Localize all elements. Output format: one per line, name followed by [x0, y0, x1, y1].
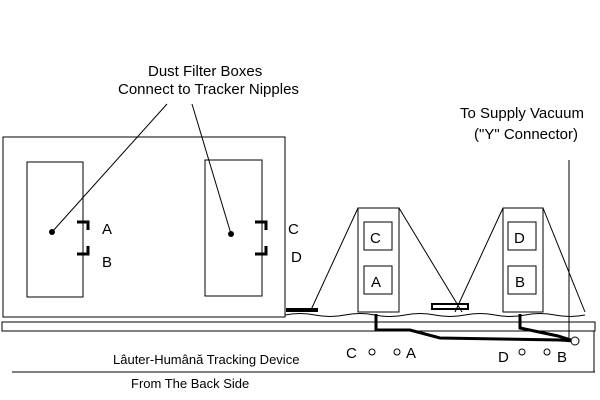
nipple-b-left [77, 246, 90, 256]
supply-title: To Supply Vacuum [460, 105, 584, 122]
label-b-left: B [102, 254, 112, 271]
port-label-c: C [346, 345, 357, 362]
port-b-hole [543, 348, 551, 356]
hose-a-to-supply [374, 314, 575, 343]
cover-edge [284, 313, 586, 317]
tracker-left-skirt-l [309, 207, 359, 313]
device-view: From The Back Side [131, 376, 249, 391]
nipple-d [255, 246, 268, 256]
tracker-left-port-a [363, 265, 393, 295]
tracker-left-label-a: A [371, 274, 381, 291]
back-panel [2, 136, 286, 318]
tracker-right-label-d: D [514, 230, 525, 247]
port-label-d: D [498, 349, 509, 366]
tracker-right-label-b: B [515, 274, 525, 291]
y-connector [570, 336, 580, 346]
tracker-left-skirt-r [398, 207, 463, 313]
tracker-left-label-c: C [370, 230, 381, 247]
label-c: C [288, 221, 299, 238]
filter-box-right [204, 159, 263, 297]
leader-line-right [191, 103, 232, 235]
filter-box-left [26, 161, 84, 298]
tracker-right-port-d [507, 221, 537, 251]
tracker-right [502, 207, 544, 313]
dust-filter-subtitle: Connect to Tracker Nipples [118, 81, 299, 98]
tracker-left-port-c [363, 221, 393, 251]
supply-subtitle: ("Y" Connector) [474, 126, 578, 143]
hose-coupler-mid [431, 303, 469, 310]
base-rail [1, 321, 596, 332]
nipple-c [255, 220, 268, 230]
hose-b-to-supply [518, 314, 575, 343]
port-label-b: B [557, 349, 567, 366]
label-d: D [291, 249, 302, 266]
nipple-a-left [77, 220, 90, 230]
tracker-right-port-b [507, 265, 537, 295]
tracker-right-skirt-r [542, 207, 586, 313]
tracker-right-skirt-l [454, 207, 504, 313]
port-d-hole [518, 348, 526, 356]
port-c-hole [368, 348, 376, 356]
leader-line-left [51, 103, 168, 233]
dust-filter-title: Dust Filter Boxes [148, 63, 262, 80]
port-a-hole [393, 348, 401, 356]
tracker-left [357, 207, 400, 313]
device-name: Lâuter-Humână Tracking Device [113, 352, 299, 367]
label-a-left: A [102, 221, 112, 238]
port-label-a: A [406, 345, 416, 362]
